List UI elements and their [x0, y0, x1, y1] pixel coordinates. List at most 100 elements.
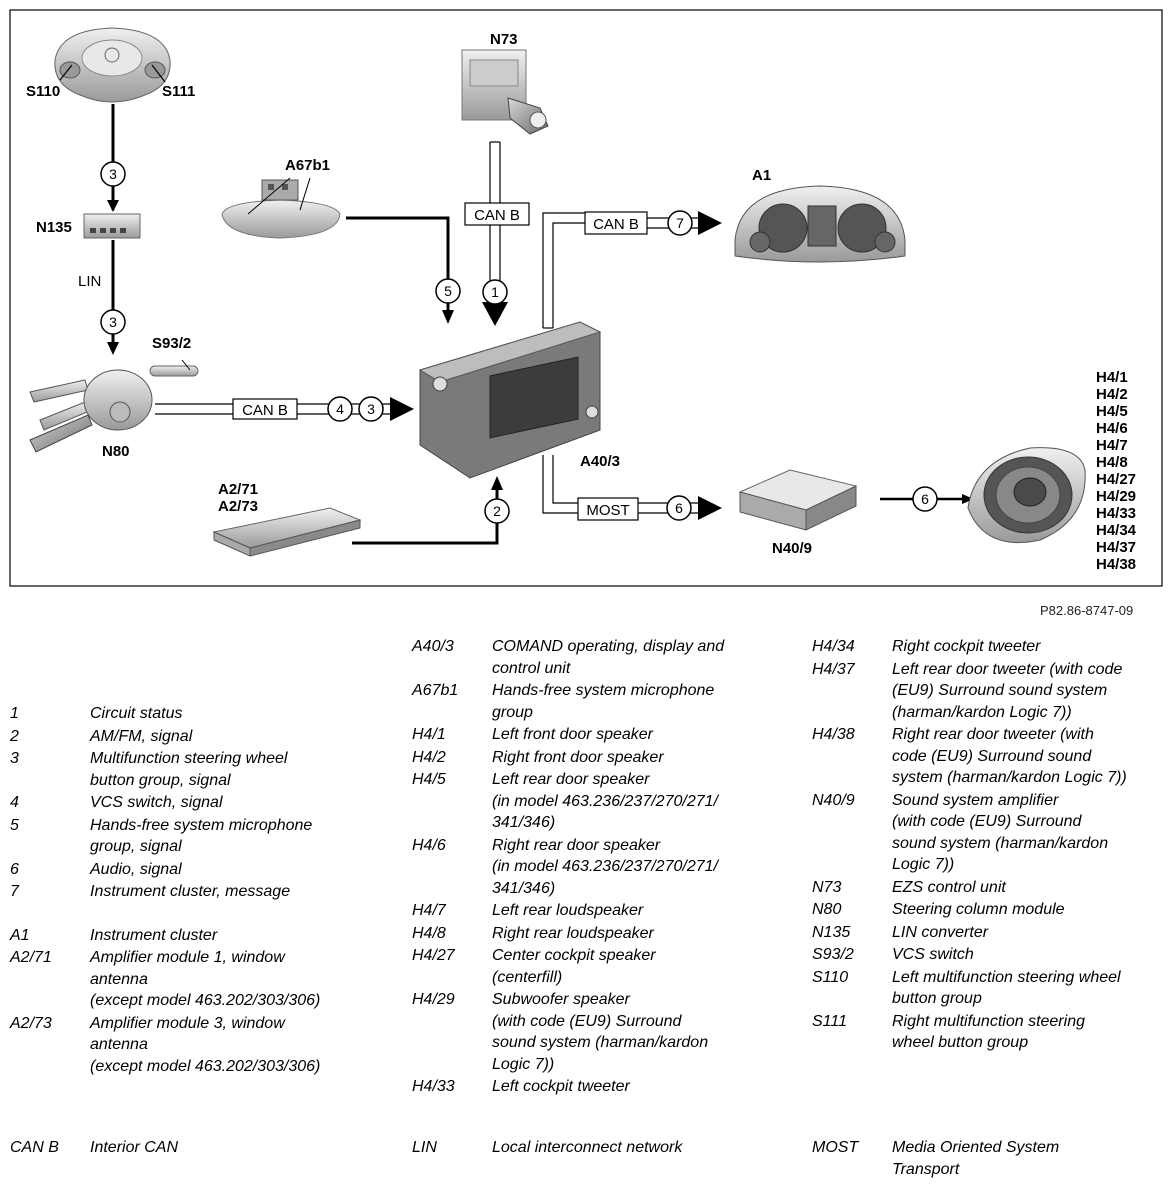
a1-instrument-cluster-image — [734, 185, 906, 263]
legend-code: A2/73 — [10, 1014, 52, 1032]
legend-desc: Left multifunction steering wheel button… — [892, 968, 1121, 1008]
legend-code: H4/1 — [412, 726, 446, 743]
a2-antenna-amplifier-image — [212, 507, 362, 557]
label-n73: N73 — [490, 31, 518, 48]
label-speaker: H4/27 — [1096, 471, 1136, 488]
bus-can-b-top: CAN B — [474, 207, 520, 224]
speaker-label-list: H4/1 H4/2 H4/5 H4/6 H4/7 H4/8 H4/27 H4/2… — [1096, 369, 1137, 573]
steering-wheel-image — [54, 27, 171, 103]
legend-code: H4/34 — [812, 638, 855, 655]
label-speaker: H4/7 — [1096, 437, 1128, 454]
legend-code: 4 — [10, 794, 19, 811]
legend-desc: Circuit status — [90, 705, 183, 722]
legend-code: H4/5 — [412, 771, 446, 788]
legend-desc: Right cockpit tweeter — [892, 638, 1041, 655]
legend-code: S111 — [812, 1012, 847, 1030]
legend-code: H4/33 — [412, 1078, 455, 1095]
legend-desc: LIN converter — [892, 923, 989, 941]
legend-code: S93/2 — [812, 946, 854, 963]
legend-code: H4/29 — [412, 991, 455, 1008]
legend-code: A67b1 — [412, 682, 459, 699]
legend-code: H4/27 — [412, 947, 455, 964]
n73-ezs-unit-image — [461, 49, 549, 135]
label-s93-2: S93/2 — [152, 335, 191, 352]
legend-desc: Amplifier module 1, window antenna (exce… — [90, 949, 321, 1009]
circle-3-lower: 3 — [109, 314, 117, 330]
label-speaker: H4/29 — [1096, 488, 1136, 505]
label-speaker: H4/38 — [1096, 556, 1136, 573]
circle-3-canb: 3 — [367, 401, 375, 417]
label-a2-73: A2/73 — [218, 498, 258, 515]
legend-code: A40/3 — [412, 638, 454, 655]
legend-desc: Instrument cluster — [90, 926, 218, 944]
label-speaker: H4/2 — [1096, 386, 1128, 403]
bus-can-b-right: CAN B — [593, 216, 639, 233]
legend-desc: VCS switch — [892, 946, 974, 963]
legend-desc: Right front door speaker — [492, 748, 664, 766]
legend-code: N135 — [812, 923, 851, 941]
abbreviation-code: MOST — [812, 1139, 859, 1156]
legend-desc: Steering column module — [892, 901, 1065, 918]
legend-code: 5 — [10, 816, 19, 834]
label-a1: A1 — [752, 167, 771, 184]
circle-3-upper: 3 — [109, 166, 117, 182]
legend-desc: Right rear door speaker (in model 463.23… — [492, 836, 718, 897]
abbreviation-code: LIN — [412, 1139, 437, 1156]
label-speaker: H4/33 — [1096, 505, 1136, 522]
label-n135: N135 — [36, 219, 72, 236]
legend-code: 2 — [10, 727, 19, 745]
wiring-diagram: S110 S111 3 N135 LIN 3 S93/2 N80 CAN B 4… — [9, 9, 1163, 587]
legend-desc: AM/FM, signal — [90, 727, 193, 745]
legend-desc: VCS switch, signal — [90, 794, 223, 811]
legend-code: A2/71 — [10, 949, 52, 966]
label-n40-9: N40/9 — [772, 540, 812, 557]
legend-desc: Right rear door tweeter (with code (EU9)… — [892, 726, 1127, 786]
label-a2-71: A2/71 — [218, 481, 258, 498]
n80-column-module-image — [29, 365, 199, 453]
abbreviation-desc: Local interconnect network — [492, 1139, 683, 1156]
bus-can-b-left: CAN B — [242, 402, 288, 419]
legend-code: H4/6 — [412, 836, 446, 854]
legend-code: S110 — [812, 968, 849, 986]
abbreviation-desc: Interior CAN — [90, 1139, 179, 1156]
label-speaker: H4/5 — [1096, 403, 1128, 420]
circle-6-speaker: 6 — [921, 491, 929, 507]
legend-code: H4/2 — [412, 748, 446, 766]
legend-desc: Right rear loudspeaker — [492, 924, 654, 942]
legend-code: 7 — [10, 883, 19, 900]
legend-code: A1 — [10, 926, 30, 944]
label-speaker: H4/6 — [1096, 420, 1128, 437]
legend-desc: Instrument cluster, message — [90, 883, 291, 900]
legend-desc: Subwoofer speaker (with code (EU9) Surro… — [492, 991, 709, 1073]
legend-desc: Left rear door speaker (in model 463.236… — [492, 771, 718, 831]
legend-desc: Center cockpit speaker (centerfill) — [492, 947, 656, 986]
legend-desc: Left front door speaker — [492, 726, 653, 743]
legend-desc: Hands-free system microphone group, sign… — [90, 816, 313, 856]
legend-code: 3 — [10, 750, 19, 767]
legend-desc: Left cockpit tweeter — [492, 1078, 630, 1095]
label-n80: N80 — [102, 443, 130, 460]
legend-code: H4/37 — [812, 660, 855, 678]
legend-desc: EZS control unit — [892, 878, 1006, 896]
n40-9-sound-amplifier-image — [738, 469, 858, 531]
a67b1-microphone-image — [221, 179, 341, 239]
circle-7: 7 — [676, 215, 684, 231]
circle-6-most: 6 — [675, 500, 683, 516]
abbreviations-legend: CAN B Interior CAN LIN Local interconnec… — [10, 1137, 1165, 1187]
label-a40-3: A40/3 — [580, 453, 620, 470]
bus-most: MOST — [586, 502, 629, 519]
label-speaker: H4/34 — [1096, 522, 1137, 539]
label-s111: S111 — [162, 83, 195, 100]
legend-desc: Sound system amplifier (with code (EU9) … — [892, 791, 1109, 874]
legend-desc: Multifunction steering wheel button grou… — [90, 750, 288, 789]
legend-desc: Audio, signal — [90, 860, 182, 878]
label-speaker: H4/37 — [1096, 539, 1136, 556]
legend-code: 6 — [10, 860, 19, 878]
a40-3-comand-unit-image — [418, 321, 602, 479]
abbreviation-code: CAN B — [10, 1139, 59, 1156]
legend-code: N40/9 — [812, 791, 855, 809]
label-a67b1: A67b1 — [285, 157, 330, 174]
